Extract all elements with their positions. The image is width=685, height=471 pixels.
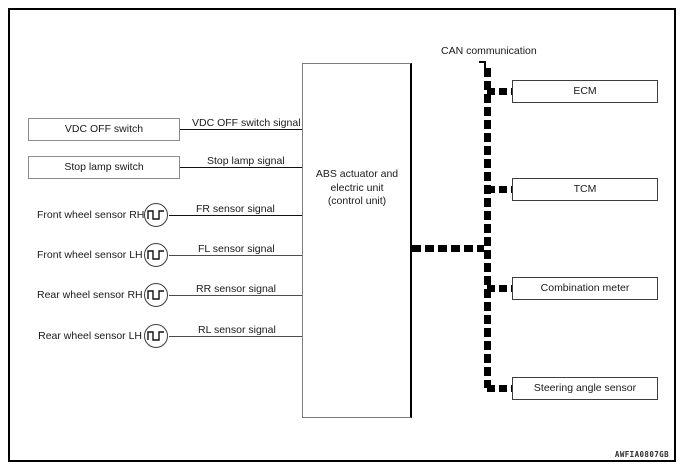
pulse-wave-icon [143,242,169,268]
can-stub-steering-angle-sensor [487,385,515,392]
rl-sensor-signal-label: RL sensor signal [198,324,276,336]
abs-unit-line1: ABS actuator and [315,168,399,180]
combination-meter-label: Combination meter [540,281,630,294]
abs-unit-line3: (control unit) [327,195,387,208]
pulse-wave-icon [143,282,169,308]
vdc-off-switch-label: VDC OFF switch [64,122,144,135]
vdc-off-switch-box: VDC OFF switch [28,118,180,141]
can-stub-tcm [487,186,515,193]
rear-wheel-sensor-lh-label: Rear wheel sensor LH [38,330,142,342]
stop-lamp-signal-label: Stop lamp signal [207,155,285,167]
vdc-off-switch-signal-label: VDC OFF switch signal [192,117,301,129]
pulse-wave-icon [143,202,169,228]
fr-sensor-signal-label: FR sensor signal [196,203,275,215]
stop-lamp-switch-box: Stop lamp switch [28,156,180,179]
abs-unit-text: ABS actuator and electric unit (control … [302,168,412,209]
can-stub-ecm [487,88,515,95]
can-bus-trunk [484,68,491,388]
combination-meter-box: Combination meter [512,277,658,300]
abs-actuator-electric-unit-box [302,63,412,418]
stop-lamp-switch-wire [180,167,302,168]
tcm-box: TCM [512,178,658,201]
fr-sensor-wire [169,215,302,216]
stop-lamp-switch-label: Stop lamp switch [64,160,144,173]
steering-angle-sensor-box: Steering angle sensor [512,377,658,400]
rear-wheel-sensor-rh-label: Rear wheel sensor RH [37,289,143,301]
steering-angle-sensor-label: Steering angle sensor [533,381,637,394]
fl-sensor-wire [169,255,302,256]
rl-sensor-wire [169,336,302,337]
rr-sensor-wire [169,295,302,296]
fl-sensor-signal-label: FL sensor signal [198,243,275,255]
ecm-label: ECM [573,84,597,97]
tcm-label: TCM [573,182,597,195]
can-communication-label: CAN communication [441,45,537,57]
can-bus-link-to-abs [412,245,490,252]
rr-sensor-signal-label: RR sensor signal [196,283,276,295]
figure-id-watermark: AWFIA0807GB [614,450,669,459]
ecm-box: ECM [512,80,658,103]
front-wheel-sensor-rh-label: Front wheel sensor RH [37,209,145,221]
diagram-frame [8,8,676,462]
pulse-wave-icon [143,323,169,349]
abs-unit-line2: electric unit [330,181,384,194]
vdc-off-switch-wire [180,129,302,130]
can-stub-combination-meter [487,285,515,292]
can-bus-top-hook [478,60,490,72]
front-wheel-sensor-lh-label: Front wheel sensor LH [37,249,143,261]
